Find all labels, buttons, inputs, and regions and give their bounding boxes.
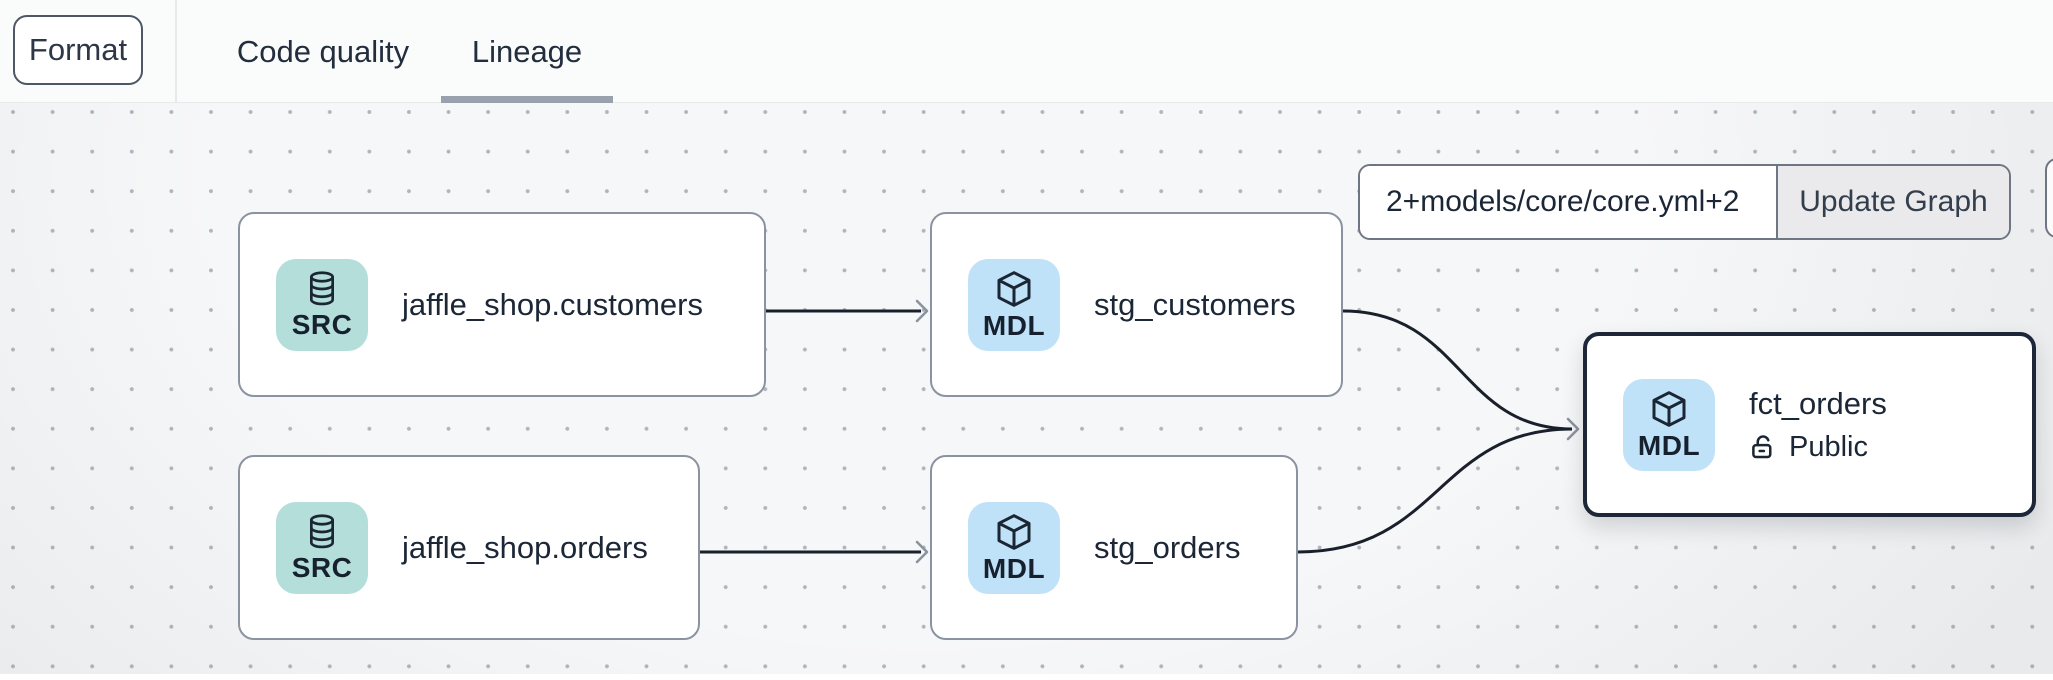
node-fct-orders[interactable]: MDL fct_orders Public [1583,332,2036,517]
node-label: jaffle_shop.customers [402,286,703,322]
active-tab-underline [441,96,613,103]
header-bar: Format Code quality Lineage [0,0,2053,103]
badge-label: SRC [291,552,353,583]
node-label: fct_orders [1749,385,1887,421]
node-label: stg_orders [1094,529,1241,565]
node-stg-customers[interactable]: MDL stg_customers [930,212,1343,397]
model-badge: MDL [968,501,1060,594]
access-row: Public [1749,431,1887,464]
tab-lineage[interactable]: Lineage [441,0,613,103]
cube-icon [1652,391,1686,427]
badge-label: MDL [1637,430,1701,461]
lock-open-icon [1752,435,1772,459]
node-textblock: fct_orders Public [1749,386,1887,464]
partial-button[interactable] [2045,158,2053,238]
badge-label: MDL [982,553,1046,584]
header-divider [175,0,177,103]
edge-stg-orders-to-fct-orders [1297,427,1573,554]
update-graph-button[interactable]: Update Graph [1778,166,2009,238]
database-icon [310,271,334,306]
cube-icon [997,514,1031,550]
node-label: jaffle_shop.orders [402,529,648,565]
arrowhead-icon [1566,417,1580,441]
canvas-bottom-edge [0,674,2053,680]
arrowhead-icon [915,299,929,323]
tab-lineage-label: Lineage [471,33,583,69]
edge-stg-customers-to-fct-orders [1342,309,1573,431]
node-jaffle-shop-customers[interactable]: SRC jaffle_shop.customers [238,212,766,397]
model-badge: MDL [1623,378,1715,471]
database-icon [310,514,334,549]
source-badge: SRC [276,501,368,594]
badge-label: MDL [982,310,1046,341]
format-button[interactable]: Format [13,15,143,85]
graph-selector-group: Update Graph [1358,164,2011,240]
arrowhead-icon [915,540,929,564]
model-badge: MDL [968,258,1060,351]
node-stg-orders[interactable]: MDL stg_orders [930,455,1298,640]
tab-code-quality[interactable]: Code quality [230,0,416,103]
selector-input[interactable] [1360,166,1778,238]
badge-label: SRC [291,309,353,340]
cube-icon [997,271,1031,307]
source-badge: SRC [276,258,368,351]
node-jaffle-shop-orders[interactable]: SRC jaffle_shop.orders [238,455,700,640]
tab-code-quality-label: Code quality [236,33,410,69]
access-label: Public [1789,430,1868,463]
node-label: stg_customers [1094,286,1296,322]
